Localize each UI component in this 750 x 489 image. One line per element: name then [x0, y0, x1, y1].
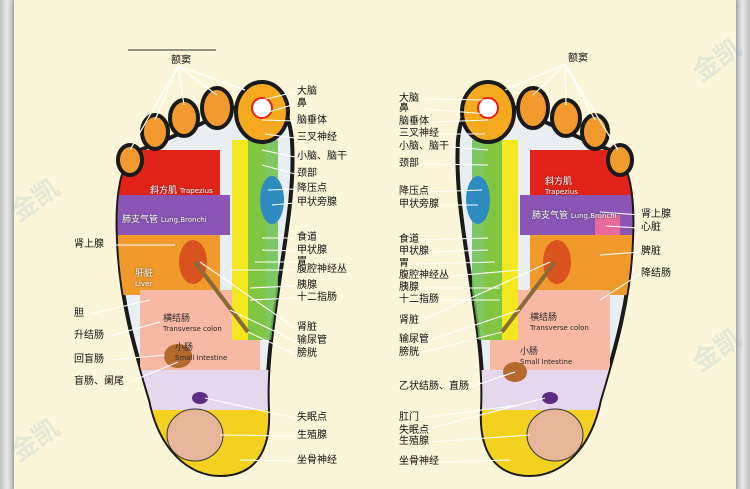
- label-trigeminal: 三叉神经: [297, 132, 337, 144]
- left-toe-3: [170, 100, 198, 136]
- label-brain: 大脑: [297, 86, 317, 98]
- label-spleen: 脾脏: [641, 246, 661, 258]
- label-gonad: 生殖腺: [297, 430, 327, 442]
- right-lung-label: 肺支气管 Lung,Bronchi: [532, 208, 617, 221]
- right-parathyroid: [466, 176, 490, 224]
- label-nose: 鼻: [297, 98, 307, 110]
- label-sciatic: 坐骨神经: [297, 455, 337, 467]
- label-pancreas: 胰腺: [399, 282, 419, 294]
- left-lower-zone: [110, 370, 280, 410]
- label-parathyroid: 甲状旁腺: [399, 199, 439, 211]
- right-toe-4: [582, 115, 608, 149]
- label-ureter: 输尿管: [297, 335, 327, 347]
- left-neck-zone: [248, 140, 278, 340]
- label-ileocecal: 回盲肠: [74, 354, 104, 366]
- label-adrenal: 肾上腺: [74, 239, 104, 251]
- label-neck: 颈部: [399, 158, 419, 170]
- label-solar-plexus: 腹腔神经丛: [399, 270, 449, 282]
- left-kidney: [179, 240, 207, 284]
- label-pituitary: 脑垂体: [297, 115, 327, 127]
- label-bp-point: 降压点: [297, 183, 327, 195]
- label-gallbladder: 胆: [74, 308, 84, 320]
- left-toe-4: [142, 115, 168, 149]
- left-toe-2: [202, 88, 232, 128]
- label-heart: 心脏: [641, 222, 661, 234]
- right-kidney: [543, 240, 571, 284]
- left-parathyroid: [260, 176, 284, 224]
- label-adrenal: 肾上腺: [641, 209, 671, 221]
- label-bp-point: 降压点: [399, 186, 429, 198]
- label-appendix: 盲肠、阑尾: [74, 376, 124, 388]
- label-ascending-colon: 升结肠: [74, 330, 104, 342]
- right-neck-zone: [472, 140, 502, 340]
- label-anus: 肛门: [399, 412, 419, 424]
- right-brain-point: [478, 98, 498, 118]
- label-kidney: 肾脏: [297, 322, 317, 334]
- label-kidney: 肾脏: [399, 315, 419, 327]
- label-cerebellum: 小脑、脑干: [399, 141, 449, 153]
- label-duodenum: 十二指肠: [399, 294, 439, 306]
- label-nose: 鼻: [399, 103, 409, 115]
- right-lower-zone: [470, 370, 640, 410]
- label-bladder: 膀胱: [399, 347, 419, 359]
- label-pancreas: 胰腺: [297, 280, 317, 292]
- label-stomach: 胃: [399, 258, 409, 270]
- label-insomnia: 失眠点: [297, 412, 327, 424]
- left-frontal-sinus-label: 额窦: [171, 55, 191, 67]
- right-toe-2: [518, 88, 548, 128]
- left-foot: [90, 50, 295, 480]
- label-duodenum: 十二指肠: [297, 292, 337, 304]
- label-ureter: 输尿管: [399, 334, 429, 346]
- label-sigmoid-colon: 乙状结肠、直肠: [399, 381, 469, 393]
- label-bladder: 膀胱: [297, 348, 317, 360]
- label-solar-plexus: 腹腔神经丛: [297, 264, 347, 276]
- label-trigeminal: 三叉神经: [399, 128, 439, 140]
- label-esophagus: 食道: [297, 232, 317, 244]
- left-brain-point: [252, 98, 272, 118]
- label-descending-colon: 降结肠: [641, 268, 671, 280]
- label-sciatic: 坐骨神经: [399, 456, 439, 468]
- right-frontal-sinus-label: 额窦: [568, 53, 588, 65]
- label-gonad: 生殖腺: [399, 436, 429, 448]
- label-neck: 颈部: [297, 168, 317, 180]
- label-esophagus: 食道: [399, 234, 419, 246]
- label-pituitary: 脑垂体: [399, 116, 429, 128]
- right-toe-5: [608, 145, 632, 175]
- right-gonad-point: [527, 409, 583, 461]
- label-thyroid: 甲状腺: [399, 246, 429, 258]
- label-parathyroid: 甲状旁腺: [297, 197, 337, 209]
- left-trapezius-label: 斜方肌 Trapezius: [150, 183, 213, 196]
- left-gonad-point: [167, 409, 223, 461]
- right-toe-3: [552, 100, 580, 136]
- label-cerebellum: 小脑、脑干: [297, 151, 347, 163]
- left-lung-label: 肺支气管 Lung,Bronchi: [122, 212, 207, 225]
